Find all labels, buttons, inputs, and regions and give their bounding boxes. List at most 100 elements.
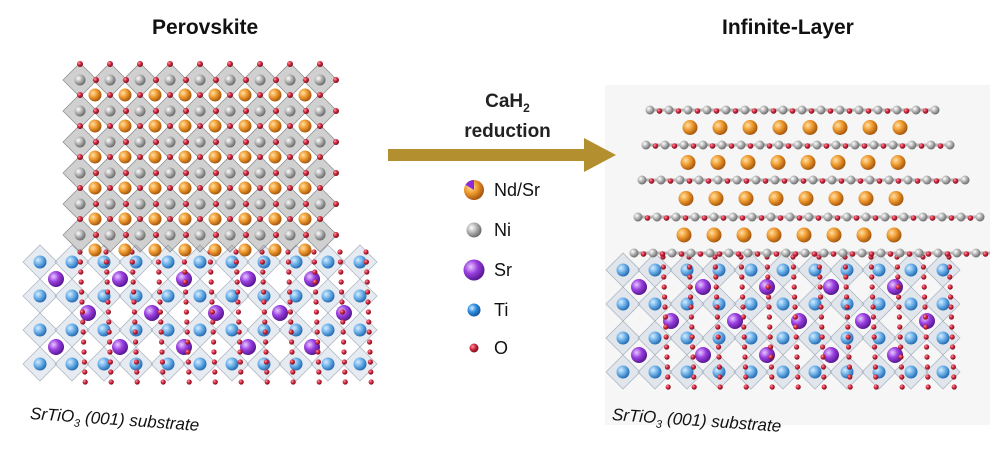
arrow-head-icon xyxy=(584,138,616,172)
ti-atom xyxy=(33,323,47,337)
o-atom xyxy=(261,289,267,295)
nd-sr-atom xyxy=(298,243,312,257)
o-atom xyxy=(342,369,348,375)
ni-atom xyxy=(254,198,266,210)
ni-atom xyxy=(914,248,924,258)
ni-atom xyxy=(956,212,966,222)
ni-atom xyxy=(660,140,670,150)
ti-atom xyxy=(321,289,335,303)
o-atom xyxy=(884,108,891,114)
o-atom xyxy=(842,143,849,149)
o-atom xyxy=(363,249,369,255)
o-atom xyxy=(107,185,113,191)
o-atom xyxy=(313,309,319,315)
o-atom xyxy=(818,304,824,310)
o-atom xyxy=(197,123,203,129)
nd-sr-atom xyxy=(862,120,878,135)
o-atom xyxy=(257,92,263,98)
o-atom xyxy=(264,379,270,385)
nd-sr-atom xyxy=(208,119,222,133)
o-atom xyxy=(790,264,796,270)
o-atom xyxy=(208,269,214,275)
nd-sr-atom xyxy=(118,212,132,226)
legend-item-ti: Ti xyxy=(462,298,602,322)
ni-atom xyxy=(284,105,296,117)
ni-atom xyxy=(930,105,940,115)
ni-atom xyxy=(254,105,266,117)
o-atom xyxy=(182,269,188,275)
ni-atom xyxy=(667,248,677,258)
o-atom xyxy=(922,108,929,114)
o-atom xyxy=(183,289,189,295)
ni-atom xyxy=(194,167,206,179)
o-atom xyxy=(678,251,685,257)
ni-atom xyxy=(134,229,146,241)
ni-atom xyxy=(633,212,643,222)
o-atom xyxy=(157,289,163,295)
o-atom xyxy=(312,279,318,285)
o-atom xyxy=(209,289,215,295)
o-atom xyxy=(897,334,903,340)
ni-atom xyxy=(831,140,841,150)
o-atom xyxy=(160,369,166,375)
ni-atom xyxy=(104,198,116,210)
infinite-layer-structure xyxy=(605,85,990,425)
nd-sr-atom xyxy=(798,191,814,206)
ti-atom xyxy=(33,289,47,303)
nd-sr-atom xyxy=(708,191,724,206)
o-atom xyxy=(137,216,143,222)
ni-atom xyxy=(743,248,753,258)
ti-atom xyxy=(680,365,694,379)
o-atom xyxy=(316,369,322,375)
o-atom xyxy=(285,249,291,255)
o-atom xyxy=(950,354,956,360)
o-atom xyxy=(715,334,721,340)
o-atom xyxy=(314,319,320,325)
o-atom xyxy=(108,379,114,385)
ni-atom xyxy=(895,248,905,258)
o-atom xyxy=(130,279,136,285)
o-atom xyxy=(227,92,233,98)
o-atom xyxy=(257,61,263,67)
o-atom xyxy=(78,279,84,285)
o-atom xyxy=(896,314,902,320)
o-atom xyxy=(716,354,722,360)
ni-atom xyxy=(971,248,981,258)
o-atom xyxy=(153,170,159,176)
ni-atom xyxy=(164,105,176,117)
o-atom xyxy=(910,215,917,221)
o-atom xyxy=(785,143,792,149)
o-atom xyxy=(952,178,959,184)
ni-atom xyxy=(134,198,146,210)
arrow-shaft xyxy=(388,149,586,161)
ti-atom xyxy=(904,263,918,277)
ni-atom xyxy=(854,105,864,115)
o-atom xyxy=(93,232,99,238)
o-atom xyxy=(791,274,797,280)
o-atom xyxy=(287,309,293,315)
o-atom xyxy=(844,314,850,320)
nd-sr-atom xyxy=(88,243,102,257)
nd-sr-atom xyxy=(826,227,842,243)
nd-sr-atom xyxy=(768,191,784,206)
o-atom xyxy=(769,384,775,390)
ti-atom xyxy=(129,255,143,269)
o-atom xyxy=(662,294,668,300)
sr-atom xyxy=(272,305,288,321)
o-atom xyxy=(209,299,215,305)
o-atom xyxy=(792,251,799,257)
ti-atom xyxy=(744,365,758,379)
o-atom xyxy=(185,359,191,365)
legend-item-ni: Ni xyxy=(462,218,602,242)
o-atom xyxy=(871,324,877,330)
o-atom xyxy=(105,309,111,315)
o-atom xyxy=(717,384,723,390)
ti-atom xyxy=(289,289,303,303)
sr-atom xyxy=(48,271,64,287)
o-atom xyxy=(800,178,807,184)
sr-atom-icon xyxy=(463,259,485,281)
o-atom xyxy=(816,254,822,260)
o-atom xyxy=(314,329,320,335)
o-atom xyxy=(123,77,129,83)
o-atom xyxy=(340,329,346,335)
